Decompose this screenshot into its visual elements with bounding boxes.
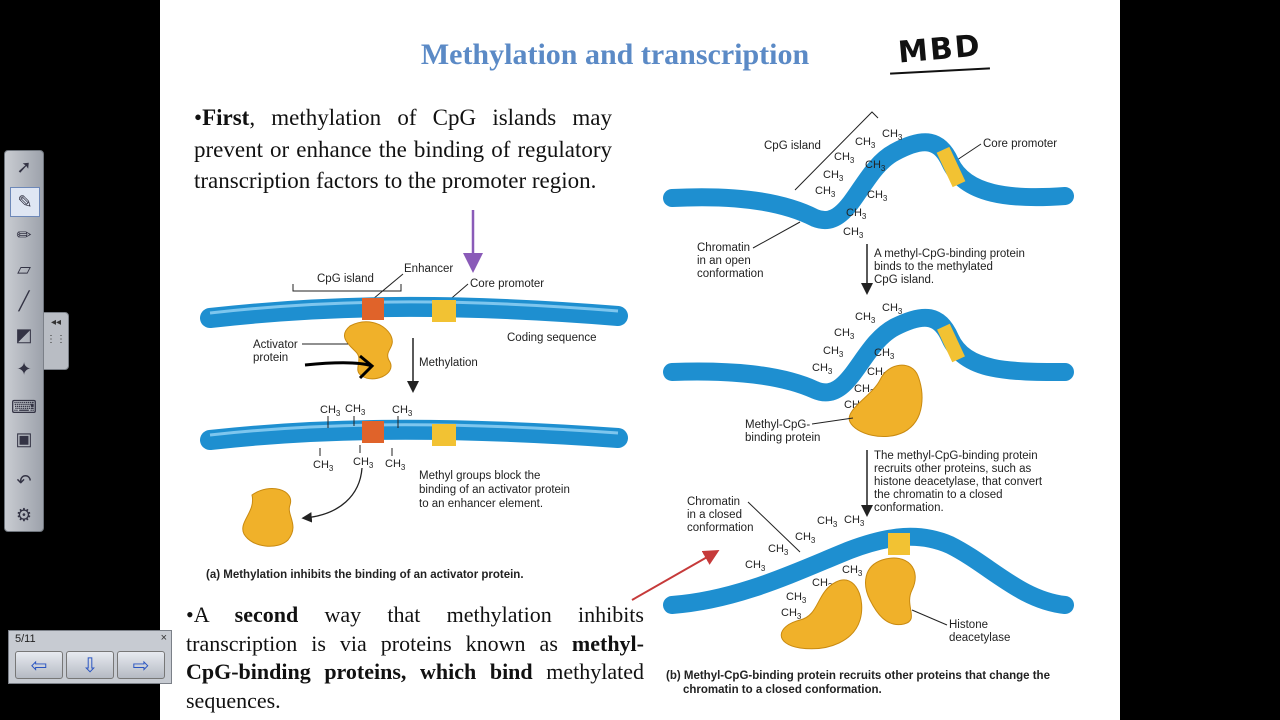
svg-text:CH3: CH3	[385, 458, 406, 472]
label-cpg-island-b: CpG island	[764, 140, 821, 152]
capture-icon[interactable]: ▣	[15, 428, 33, 449]
label-mbp: Methyl-CpG-binding protein	[745, 419, 820, 444]
svg-text:CH3: CH3	[795, 531, 816, 545]
caption-a: (a) Methylation inhibits the binding of …	[206, 569, 524, 581]
svg-text:CH3: CH3	[345, 403, 366, 417]
slide-menu-button[interactable]: ⇩	[66, 651, 114, 679]
panel-b: CpG island Core promoter CH3 CH3 CH3 CH3…	[631, 111, 1074, 696]
annotation-toolbar: ➚ ✎ ✏ ▱ ╱ ◩ ✦ ⌨ ▣ ↶ ⚙	[4, 150, 44, 532]
enhancer-segment	[362, 298, 384, 320]
svg-text:CH3: CH3	[834, 151, 855, 165]
svg-text:CH3: CH3	[842, 564, 863, 578]
slide-title: Methylation and transcription	[420, 38, 810, 71]
magic-pen-icon[interactable]: ✦	[16, 358, 32, 379]
grip-icon: ⋮⋮	[46, 334, 66, 345]
collapse-chevron-icon: ◂◂	[50, 317, 62, 328]
svg-text:CH3: CH3	[834, 327, 855, 341]
svg-text:CH3: CH3	[882, 302, 903, 316]
histone-deacetylase	[865, 557, 916, 626]
handwritten-arrow	[304, 361, 373, 368]
highlighter-icon[interactable]: ✏	[16, 224, 32, 245]
svg-text:CH3: CH3	[823, 345, 844, 359]
svg-text:CH3: CH3	[768, 543, 789, 557]
keyboard-icon[interactable]: ⌨	[11, 396, 37, 417]
svg-text:CH3: CH3	[823, 169, 844, 183]
svg-text:CH3: CH3	[812, 362, 833, 376]
label-cpg-island-a: CpG island	[317, 273, 374, 285]
select-arrow-icon[interactable]: ➚	[16, 156, 32, 177]
svg-text:CH3: CH3	[313, 459, 334, 473]
bullet-second: •A second way that methylation inhibits …	[186, 602, 644, 713]
page-counter: 5/11	[15, 633, 36, 645]
methyl-groups-b1: CH3 CH3 CH3 CH3 CH3 CH3 CH3 CH3 CH3	[815, 128, 903, 240]
activator-protein	[344, 321, 393, 380]
label-coding-sequence: Coding sequence	[507, 332, 597, 344]
undo-icon[interactable]: ↶	[16, 470, 32, 491]
handwritten-mbd: MBD	[896, 28, 983, 71]
displaced-activator-protein	[242, 487, 294, 547]
close-icon[interactable]: ×	[160, 632, 167, 644]
svg-text:CH3: CH3	[392, 404, 413, 418]
svg-text:CH3: CH3	[855, 311, 876, 325]
toolbar-collapse-handle[interactable]: ◂◂ ⋮⋮	[43, 312, 69, 370]
svg-text:CH3: CH3	[781, 607, 802, 621]
svg-text:CH3: CH3	[844, 514, 865, 528]
svg-text:CH3: CH3	[353, 456, 374, 470]
svg-text:CH3: CH3	[786, 591, 807, 605]
slide-canvas: Methylation and transcription •First, me…	[160, 0, 1120, 720]
label-enhancer: Enhancer	[404, 263, 453, 275]
dna-strand-b2	[663, 308, 1074, 402]
slide-pager: 5/11 × ⇦ ⇩ ⇨	[8, 630, 172, 684]
previous-slide-button[interactable]: ⇦	[15, 651, 63, 679]
shapes-icon[interactable]: ◩	[15, 324, 33, 345]
svg-text:CH3: CH3	[882, 128, 903, 142]
svg-text:CH3: CH3	[846, 207, 867, 221]
svg-text:CH3: CH3	[874, 347, 895, 361]
svg-text:CH3: CH3	[745, 559, 766, 573]
svg-text:CH3: CH3	[867, 189, 888, 203]
settings-icon[interactable]: ⚙	[15, 504, 33, 525]
methyl-groups-a: CH3 CH3 CH3 CH3 CH3 CH3	[313, 403, 413, 473]
line-icon[interactable]: ╱	[18, 290, 30, 311]
svg-text:CH3: CH3	[320, 404, 341, 418]
svg-text:CH3: CH3	[855, 136, 876, 150]
methyl-groups-b2: CH3 CH3 CH3 CH3 CH3 CH3 CH3 CH3 CH3	[812, 302, 903, 413]
methylation-figure: CpG island Enhancer Core promoter Coding…	[200, 111, 1074, 696]
svg-text:CH3: CH3	[817, 515, 838, 529]
label-core-promoter-b: Core promoter	[983, 138, 1057, 150]
panel-a: CpG island Enhancer Core promoter Coding…	[200, 210, 628, 581]
annotation-arrow-red	[631, 550, 720, 601]
methyl-cpg-binding-protein-closed	[780, 579, 863, 650]
methyl-cpg-binding-protein	[848, 364, 923, 438]
svg-text:CH3: CH3	[815, 185, 836, 199]
svg-text:CH3: CH3	[865, 159, 886, 173]
dna-strand-b1	[663, 133, 1074, 229]
label-methylation: Methylation	[419, 357, 478, 369]
eraser-icon[interactable]: ▱	[17, 258, 31, 279]
pen-icon[interactable]: ✎	[10, 187, 40, 217]
core-promoter-segment	[432, 300, 456, 322]
svg-text:CH3: CH3	[843, 226, 864, 240]
caption-b: (b) Methyl-CpG-binding protein recruits …	[666, 670, 1050, 696]
methyl-groups-b3: CH3 CH3 CH3 CH3 CH3 CH3 CH3 CH3 CH3	[745, 514, 865, 621]
dna-strand-a2	[200, 419, 628, 450]
bullet-first: •First, methylation of CpG islands may p…	[194, 105, 612, 193]
label-core-promoter-a: Core promoter	[470, 278, 544, 290]
next-slide-button[interactable]: ⇨	[117, 651, 165, 679]
